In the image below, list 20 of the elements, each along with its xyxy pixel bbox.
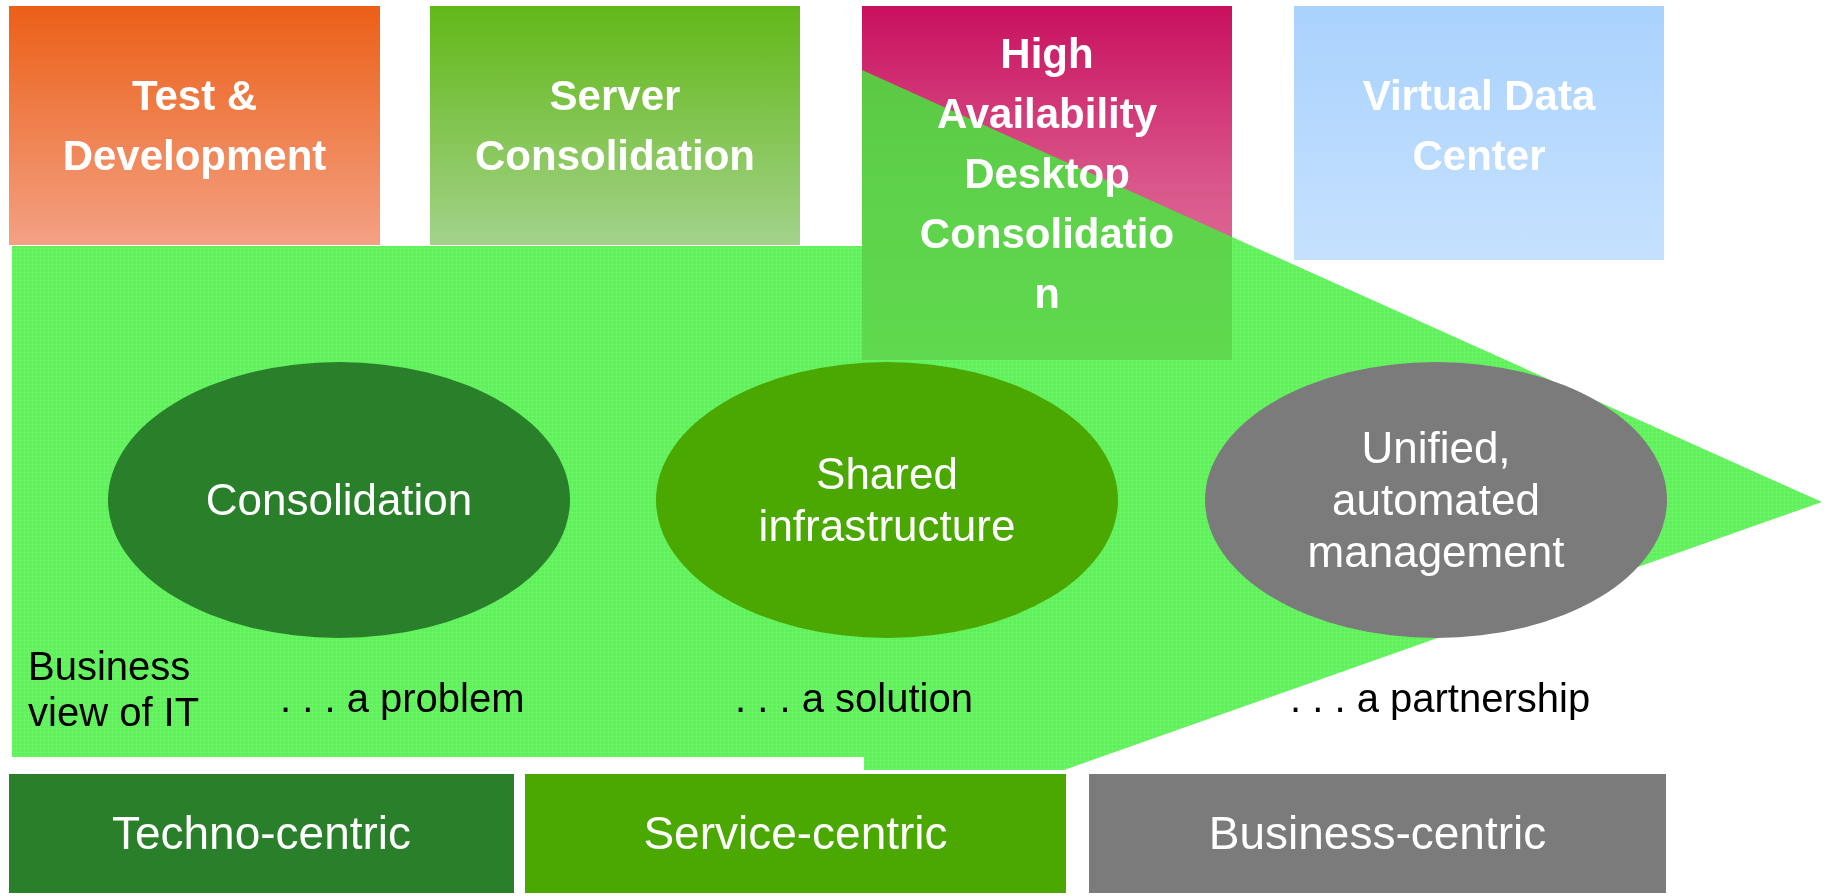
column-heading: Virtual Data Center (1361, 71, 1597, 181)
stage-label: Unified, automated management (1306, 422, 1566, 578)
column-panel (862, 6, 1232, 360)
caption-text: . . . a partnership (1290, 675, 1592, 721)
focus-label: Techno-centric (111, 806, 412, 861)
focus-bar (1089, 774, 1666, 893)
focus-bar (9, 774, 514, 893)
column-heading: Test & Development (61, 71, 328, 181)
focus-bar (525, 774, 1066, 893)
focus-label: Service-centric (643, 806, 948, 861)
caption-text: . . . a problem (280, 675, 526, 721)
focus-label: Business-centric (1208, 806, 1547, 861)
stage-label: Shared infrastructure (757, 448, 1017, 552)
stage-label: Consolidation (204, 474, 474, 526)
caption-text: . . . a solution (735, 675, 974, 721)
caption-text: Business view of IT (28, 643, 201, 735)
column-panel (430, 6, 800, 245)
column-heading: Server Consolidation (474, 71, 756, 181)
column-panel (1294, 6, 1664, 260)
column-panel (9, 6, 380, 245)
